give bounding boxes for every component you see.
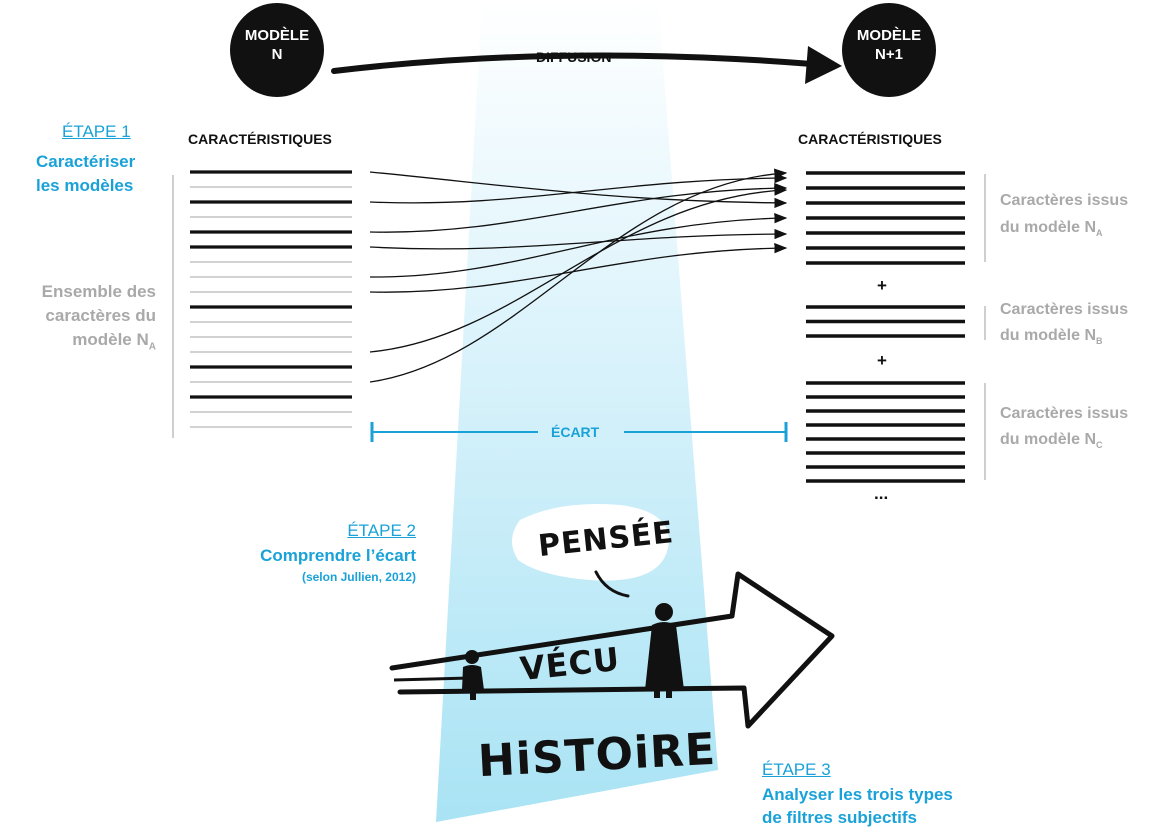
adult-figure [645, 603, 684, 698]
right-group-a-line2: du modèle NA [1000, 219, 1103, 238]
child-figure [462, 650, 484, 700]
left-characteristics-lines [190, 170, 352, 428]
right-group-c-line1: Caractères issus [1000, 405, 1129, 422]
diffusion-label: DIFFUSION [536, 49, 612, 65]
step2-label[interactable]: ÉTAPE 2 [347, 521, 416, 540]
step3-text-line1: Analyser les trois types [762, 785, 953, 804]
step3-label[interactable]: ÉTAPE 3 [762, 760, 831, 779]
step2-text: Comprendre l’écart [260, 546, 416, 565]
step3-text-line2: de filtres subjectifs [762, 808, 917, 827]
pensee-bubble-tail [594, 570, 630, 598]
diffusion-arrowhead [805, 46, 842, 84]
plus-sign-1: + [877, 276, 887, 295]
ellipsis: ... [874, 484, 889, 503]
node-model-n-label: MODÈLE N [230, 26, 324, 64]
right-group-c-line2-text: du modèle N [1000, 431, 1097, 448]
node-model-n-label-line2: N [271, 46, 283, 63]
diffusion-link [369, 213, 788, 278]
pensee-bubble [511, 504, 669, 581]
diffusion-arrow [331, 52, 815, 74]
right-group-a-line1: Caractères issus [1000, 192, 1129, 209]
ensemble-sub: A [148, 341, 156, 353]
right-characteristics-lines [806, 171, 965, 483]
node-model-n-label-line1: MODÈLE [244, 27, 310, 44]
node-model-n1-label-line2: N+1 [875, 46, 903, 63]
ecart-label: ÉCART [551, 424, 600, 440]
step2-note: (selon Jullien, 2012) [301, 570, 416, 584]
vecu-arrow [389, 571, 835, 729]
diffusion-link [369, 172, 788, 204]
ensemble-line1: Ensemble des [41, 282, 156, 301]
right-heading: CARACTÉRISTIQUES [798, 131, 942, 147]
node-model-n1-label: MODÈLE N+1 [842, 26, 936, 64]
diffusion-link [369, 185, 788, 353]
right-group-b-line1: Caractères issus [1000, 301, 1129, 318]
right-group-a-line2-text: du modèle N [1000, 219, 1097, 236]
step1-label[interactable]: ÉTAPE 1 [62, 122, 131, 141]
right-group-c-sub: C [1096, 440, 1103, 451]
right-group-b-line2: du modèle NB [1000, 327, 1103, 346]
node-model-n1 [842, 3, 936, 97]
left-heading: CARACTÉRISTIQUES [188, 131, 332, 147]
right-group-c-line2: du modèle NC [1000, 431, 1103, 450]
diffusion-link [369, 168, 788, 383]
diffusion-links [369, 168, 788, 383]
ensemble-line3-text: modèle N [72, 330, 149, 349]
diffusion-link [369, 242, 788, 293]
vecu-arrow-speedline [393, 676, 471, 682]
ensemble-line2: caractères du [45, 306, 156, 325]
light-beam [436, 0, 718, 822]
right-group-a-sub: A [1096, 228, 1103, 239]
ensemble-line3: modèle NA [6, 330, 156, 352]
diffusion-link [369, 182, 788, 233]
step1-text-line1: Caractériser [36, 152, 136, 171]
diffusion-link [369, 228, 788, 250]
node-model-n1-label-line1: MODÈLE [856, 27, 922, 44]
right-group-b-sub: B [1096, 336, 1103, 347]
step1-text-line2: les modèles [36, 176, 134, 195]
node-model-n [230, 3, 324, 97]
right-group-b-line2-text: du modèle N [1000, 327, 1097, 344]
plus-sign-2: + [877, 351, 887, 370]
